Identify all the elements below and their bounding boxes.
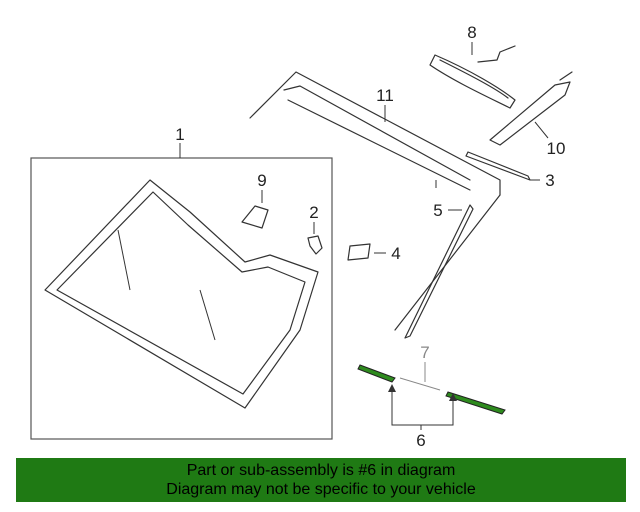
windshield-inner-edge — [56, 191, 306, 395]
cowl-center-piece — [399, 377, 441, 391]
callout-7: 7 — [420, 343, 429, 362]
cowl-seals-6 — [357, 362, 506, 430]
banner-line-2: Diagram may not be specific to your vehi… — [166, 481, 476, 498]
info-banner: Part or sub-assembly is #6 in diagram Di… — [16, 458, 626, 502]
arrow-6-left — [388, 384, 396, 392]
glass-reflection-line — [199, 289, 216, 341]
leader-6-bracket — [391, 388, 454, 426]
rearview-mirror — [429, 42, 516, 109]
sensor-cover — [489, 71, 573, 146]
clip-2 — [307, 222, 323, 255]
pad-4 — [347, 243, 386, 261]
banner-line-1: Part or sub-assembly is #6 in diagram — [186, 462, 456, 479]
callout-1: 1 — [175, 125, 184, 144]
callout-9: 9 — [257, 171, 266, 190]
roof-molding — [249, 71, 501, 196]
windshield-frame — [30, 157, 333, 440]
cowl-seal-right — [445, 391, 506, 415]
bracket-9 — [241, 190, 269, 229]
callout-3: 3 — [545, 171, 554, 190]
windshield-glass — [44, 179, 319, 409]
callout-4: 4 — [391, 244, 400, 263]
cowl-seal-left — [357, 364, 396, 383]
callout-2: 2 — [309, 203, 318, 222]
callout-8: 8 — [467, 23, 476, 42]
side-molding-5 — [394, 180, 501, 339]
callout-10: 10 — [547, 139, 566, 158]
glass-reflection-line — [117, 229, 131, 291]
arrow-6-right — [449, 393, 457, 401]
parts-diagram: 1 2 3 4 5 6 7 8 9 10 11 — [30, 23, 573, 450]
callout-11: 11 — [376, 86, 394, 105]
side-strip-3 — [465, 151, 540, 181]
callout-5: 5 — [433, 201, 442, 220]
callout-6: 6 — [416, 431, 425, 450]
windshield-group — [30, 143, 333, 440]
